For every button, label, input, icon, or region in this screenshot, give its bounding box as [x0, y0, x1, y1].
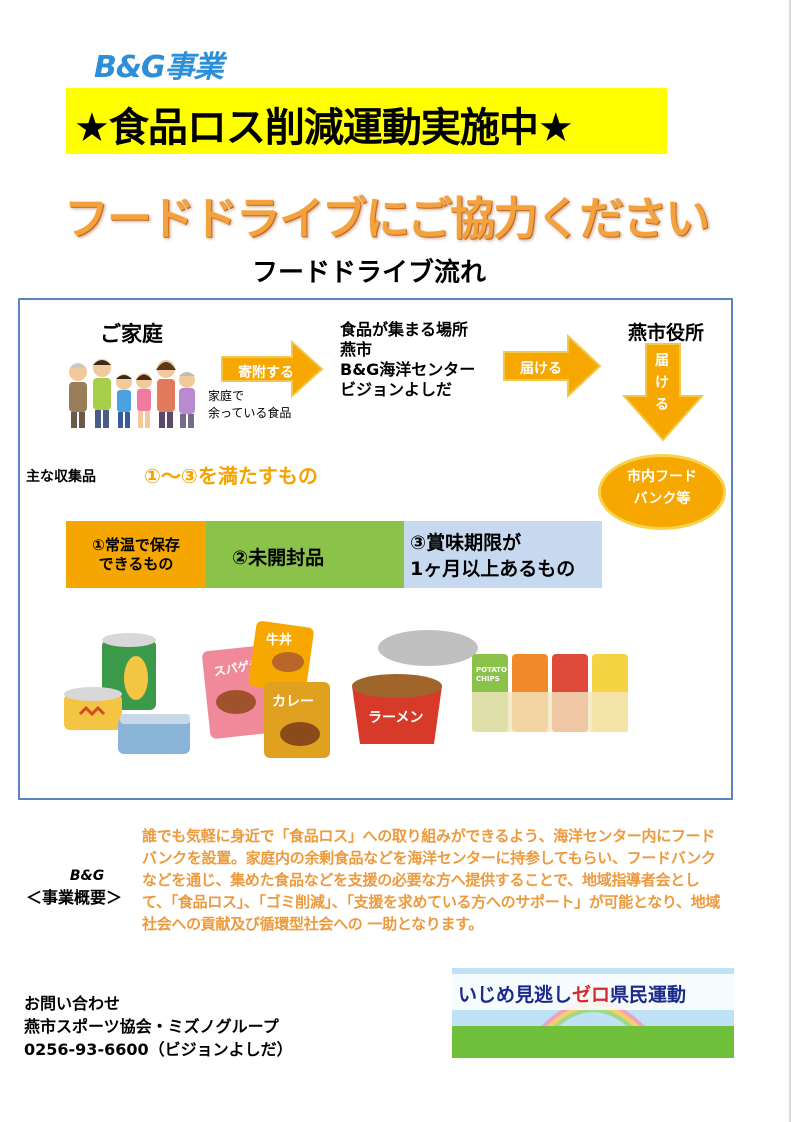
campaign-title-part2: 県民運動 — [610, 984, 687, 1006]
foodbank-line-2: バンク等 — [633, 491, 691, 507]
canned-goods-icon — [64, 633, 190, 754]
contact-phone: 0256-93-6600（ビジョンよしだ） — [24, 1040, 293, 1059]
contact-org: 燕市スポーツ協会・ミズノグループ — [24, 1017, 279, 1036]
collection-line-1: 食品が集まる場所 — [340, 320, 469, 339]
main-items-label: 主な収集品 — [26, 469, 96, 485]
criteria-cell-room-temp — [66, 521, 206, 588]
family-member-girl — [136, 373, 152, 428]
family-member-grandpa — [69, 363, 87, 428]
overview-text: 誰でも気軽に身近で「食品ロス」への取り組みができるよう、海洋センター内にフードバ… — [142, 827, 721, 933]
collection-line-3: B&G海洋センター — [340, 360, 476, 379]
household-note-line-1: 家庭で — [208, 389, 245, 403]
banner-background — [66, 88, 667, 154]
foodbank-text: 市内フード バンク等 — [604, 466, 720, 510]
family-member-grandma — [179, 372, 195, 428]
deliver-down-arrow-label: 届 け る — [648, 350, 676, 416]
donate-arrow-label: 寄附する — [238, 365, 294, 381]
family-member-father — [93, 359, 111, 428]
food-illustration: スパゲティ 牛丼 カレー ラーメン POTATO CHIPS — [64, 621, 628, 758]
foodbank-badge — [598, 454, 726, 530]
chips-label-1: POTATO — [476, 666, 507, 674]
headline: フードドライブにご協力ください — [64, 192, 710, 245]
criteria-text-3-line-2: 1ヶ月以上あるもの — [410, 558, 576, 580]
deliver-down-char-1: 届 — [655, 353, 669, 369]
family-member-mother — [156, 360, 176, 428]
deliver-down-char-2: け — [655, 375, 669, 391]
page-edge — [789, 0, 791, 1122]
flow-box — [18, 298, 733, 800]
deliver-down-arrow-icon — [622, 343, 704, 442]
campaign-title: いじめ見逃しゼロ県民運動 — [458, 980, 686, 1007]
retort-pouch-icon: スパゲティ 牛丼 カレー — [202, 621, 330, 758]
ramen-label: ラーメン — [368, 710, 423, 726]
contact-block: お問い合わせ 燕市スポーツ協会・ミズノグループ 0256-93-6600（ビジョ… — [24, 992, 293, 1061]
overview-brand: B&G — [69, 868, 105, 884]
criteria-main: ①～③を満たすもの — [144, 464, 318, 488]
cup-noodle-icon: ラーメン — [352, 630, 478, 744]
family-member-boy — [116, 374, 132, 428]
campaign-title-highlight: ゼロ — [572, 984, 611, 1006]
collection-line-4: ビジョンよしだ — [340, 380, 453, 399]
household-note-line-2: 余っている食品 — [208, 406, 292, 420]
campaign-background — [452, 968, 734, 1058]
criteria-text-3-line-1: ③賞味期限が — [410, 532, 522, 554]
banner-title: ★食品ロス削減運動実施中★ — [74, 105, 574, 151]
flow-title: フードドライブ流れ — [252, 258, 487, 288]
chips-label-2: CHIPS — [476, 675, 500, 683]
donate-arrow-icon — [221, 340, 324, 398]
criteria-text-1: ①常温で保存 できるもの — [72, 536, 200, 574]
deliver-arrow-icon — [503, 334, 602, 398]
home-label: ご家庭 — [100, 322, 163, 346]
deliver-arrow-label: 届ける — [520, 361, 562, 377]
criteria-text-1-line-2: できるもの — [98, 555, 174, 573]
campaign-title-part1: いじめ見逃し — [458, 984, 573, 1006]
curry-label: カレー — [272, 694, 314, 710]
criteria-text-2: ②未開封品 — [232, 547, 325, 569]
collection-line-2: 燕市 — [340, 340, 373, 359]
criteria-text-1-line-1: ①常温で保存 — [92, 536, 180, 554]
household-note: 家庭で 余っている食品 — [208, 388, 291, 422]
campaign-banner: いじめ見逃しゼロ県民運動 — [452, 968, 734, 1058]
brand-title: B&G事業 — [94, 50, 224, 85]
family-illustration — [69, 359, 195, 428]
overview-label: ＜事業概要＞ — [26, 888, 123, 907]
criteria-cell-expiry — [404, 521, 602, 588]
criteria-text-3: ③賞味期限が 1ヶ月以上あるもの — [410, 530, 575, 582]
deliver-down-char-3: る — [655, 397, 669, 413]
contact-heading: お問い合わせ — [24, 994, 121, 1013]
criteria-cell-unopened — [206, 521, 404, 588]
foodbank-line-1: 市内フード — [627, 469, 697, 485]
city-office-label: 燕市役所 — [628, 322, 705, 344]
potato-chips-icon: POTATO CHIPS — [472, 654, 628, 732]
beef-bowl-label: 牛丼 — [266, 632, 292, 648]
collection-location: 食品が集まる場所 燕市 B&G海洋センター ビジョンよしだ — [340, 320, 475, 400]
